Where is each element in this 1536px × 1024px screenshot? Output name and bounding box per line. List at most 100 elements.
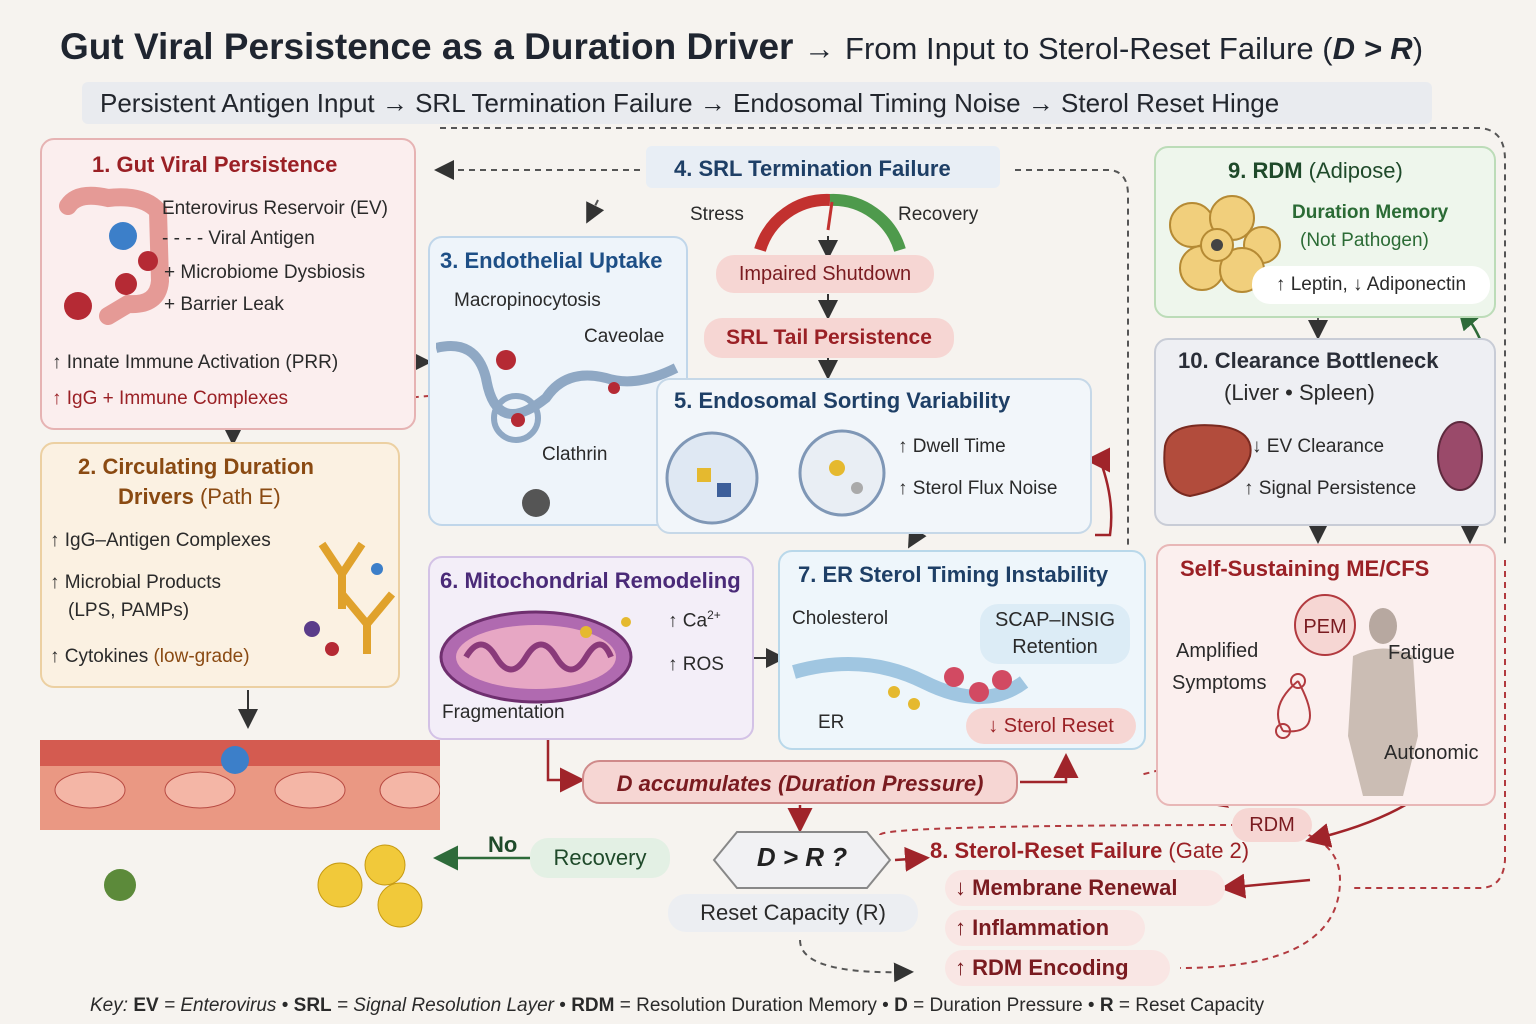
- virus-blue-icon: [109, 222, 137, 250]
- key-r: R: [1099, 995, 1114, 1016]
- p7-cholesterol: Cholesterol: [792, 608, 889, 629]
- liver-icon: [1163, 424, 1252, 498]
- virus-red-icon: [138, 251, 158, 271]
- panel-mecfs: Self-Sustaining ME/CFS PEM Fatigue Ampli…: [1156, 544, 1496, 806]
- p5-dwell-time: ↑ Dwell Time: [898, 436, 1006, 457]
- p6-ros: ↑ ROS: [668, 654, 724, 675]
- adipose-cells-illustration: [1169, 195, 1281, 293]
- p2-lowgrade: (low-grade): [148, 646, 250, 667]
- key-d-desc: = Duration Pressure: [907, 995, 1083, 1016]
- panel-9-title: 9. RDM: [1228, 158, 1303, 183]
- p2-cytokines: ↑ Cytokines: [50, 646, 149, 667]
- title-close: ): [1412, 31, 1424, 66]
- p3-caveolae: Caveolae: [584, 326, 665, 347]
- immune-cell-icon: [221, 746, 249, 774]
- p3-clathrin: Clathrin: [542, 444, 608, 465]
- p2-line-microbial: ↑ Microbial Products: [50, 572, 222, 593]
- p6-fragmentation: Fragmentation: [442, 702, 565, 723]
- key-label: Key:: [90, 995, 129, 1016]
- blood-vessel-illustration: [40, 740, 440, 928]
- p2-line-igg: ↑ IgG–Antigen Complexes: [50, 530, 271, 551]
- p4-srl-tail: SRL Tail Persistence: [704, 318, 954, 358]
- key-ev-desc: = Enterovirus: [158, 995, 277, 1016]
- panel-4-title: 4. SRL Termination Failure: [674, 156, 951, 181]
- panel-6-title: 6. Mitochondrial Remodeling: [440, 568, 741, 593]
- p3-macropinocytosis: Macropinocytosis: [454, 290, 601, 311]
- p5-sterol-flux: ↑ Sterol Flux Noise: [898, 478, 1058, 499]
- p2-title-path: (Path E): [193, 484, 281, 509]
- key-sep-3: •: [876, 995, 895, 1016]
- reset-capacity-box: Reset Capacity (R): [668, 894, 918, 932]
- p1-line-innate: ↑ Innate Immune Activation (PRR): [52, 352, 339, 373]
- panel-clearance-bottleneck: 10. Clearance Bottleneck (Liver • Spleen…: [1154, 338, 1496, 526]
- panel-5-title: 5. Endosomal Sorting Variability: [674, 388, 1011, 413]
- panel-10-title: 10. Clearance Bottleneck: [1178, 348, 1439, 373]
- p2-title-drivers: Drivers: [118, 484, 194, 509]
- body-cycle-illustration: [1275, 608, 1418, 796]
- mecfs-autonomic: Autonomic: [1384, 742, 1479, 764]
- key-srl: SRL: [293, 995, 332, 1016]
- panel-circulating-drivers: 2. Circulating Duration Drivers (Path E)…: [40, 442, 400, 688]
- p6-ca: ↑ Ca: [668, 610, 708, 632]
- key-sep-4: •: [1082, 995, 1100, 1016]
- mecfs-rdm: RDM: [1232, 808, 1312, 842]
- title-main: Gut Viral Persistence as a Duration Driv…: [60, 26, 794, 67]
- dashed-flow-lines: [434, 127, 1506, 983]
- p9-not-pathogen: (Not Pathogen): [1300, 230, 1429, 251]
- panel-endothelial-uptake: 3. Endothelial Uptake Macropinocytosis C…: [428, 236, 688, 526]
- intestine-illustration: [59, 186, 170, 325]
- subtitle-banner: Persistent Antigen Input → SRL Terminati…: [82, 82, 1432, 124]
- organs-illustration: [1163, 421, 1483, 498]
- panel-2-title-line2: Drivers (Path E): [118, 484, 281, 510]
- panel-9-title-b: (Adipose): [1302, 158, 1403, 183]
- p8-rdm-encoding: ↑ RDM Encoding: [945, 950, 1170, 986]
- er-membrane-illustration: [792, 657, 1029, 710]
- panel-9-title-row: 9. RDM (Adipose): [1228, 158, 1403, 184]
- endosome-illustration: [665, 429, 886, 525]
- panel-4-header: [646, 146, 1000, 188]
- panel-sterol-reset-failure: 8. Sterol-Reset Failure (Gate 2): [930, 838, 1249, 864]
- p9-leptin: ↑ Leptin, ↓ Adiponectin: [1252, 266, 1490, 304]
- no-label: No: [488, 832, 518, 857]
- key-sep-1: •: [276, 995, 294, 1016]
- p7-sterol-reset: ↓ Sterol Reset: [966, 708, 1136, 744]
- key-srl-desc: = Signal Resolution Layer: [331, 995, 554, 1016]
- p6-ca-sup: 2+: [707, 608, 721, 622]
- title-sub: From Input to Sterol-Reset Failure (: [845, 31, 1333, 66]
- panel-rdm-adipose: 9. RDM (Adipose) Duration Memory (Not Pa…: [1154, 146, 1496, 318]
- p8-membrane-renewal: ↓ Membrane Renewal: [945, 870, 1225, 906]
- legend-key: Key: EV = Enterovirus • SRL = Signal Res…: [90, 995, 1264, 1017]
- recovery-box: Recovery: [530, 838, 670, 878]
- panel-3-title: 3. Endothelial Uptake: [440, 248, 663, 273]
- panel-1-title: 1. Gut Viral Persistence: [92, 152, 338, 177]
- title-arrow: →: [803, 31, 835, 66]
- spleen-icon: [1437, 421, 1483, 491]
- panel-7-title: 7. ER Sterol Timing Instability: [798, 562, 1109, 587]
- p4-impaired-shutdown: Impaired Shutdown: [716, 255, 934, 293]
- panel-10-subtitle: (Liver • Spleen): [1224, 380, 1375, 405]
- panel-gut-viral-persistence: 1. Gut Viral Persistence Enterovirus Res…: [40, 138, 416, 430]
- p1-line-antigen: - - - - Viral Antigen: [162, 228, 315, 249]
- panel-endosomal-sorting: 5. Endosomal Sorting Variability ↑ Dwell…: [656, 378, 1092, 534]
- endocytosis-illustration: [436, 341, 679, 517]
- title-condition: D > R: [1332, 31, 1413, 66]
- p1-line-dysbiosis: + Microbiome Dysbiosis: [164, 262, 366, 283]
- panel-8-title: 8. Sterol-Reset Failure: [930, 838, 1163, 863]
- gauge-icon: [754, 193, 906, 252]
- p2-line-cytokines: ↑ Cytokines (low-grade): [50, 646, 250, 668]
- page-title: Gut Viral Persistence as a Duration Driv…: [60, 26, 1423, 68]
- key-sep-2: •: [553, 995, 572, 1016]
- mecfs-fatigue: Fatigue: [1388, 642, 1455, 664]
- p4-recovery: Recovery: [898, 204, 979, 225]
- mecfs-title: Self-Sustaining ME/CFS: [1180, 556, 1430, 581]
- mecfs-symptoms: Symptoms: [1172, 672, 1267, 694]
- duration-accumulates-box: D accumulates (Duration Pressure): [582, 760, 1018, 804]
- antibody-illustration: [304, 541, 396, 656]
- mecfs-amplified: Amplified: [1176, 640, 1259, 662]
- panel-mitochondrial-remodeling: 6. Mitochondrial Remodeling ↑ Ca2+ ↑ ROS…: [428, 556, 754, 740]
- key-ev: EV: [133, 995, 159, 1016]
- panel-er-sterol-timing: 7. ER Sterol Timing Instability Choleste…: [778, 550, 1146, 750]
- p6-calcium: ↑ Ca2+: [668, 608, 721, 632]
- p1-line-barrier: + Barrier Leak: [164, 294, 284, 315]
- p4-stress: Stress: [690, 204, 744, 225]
